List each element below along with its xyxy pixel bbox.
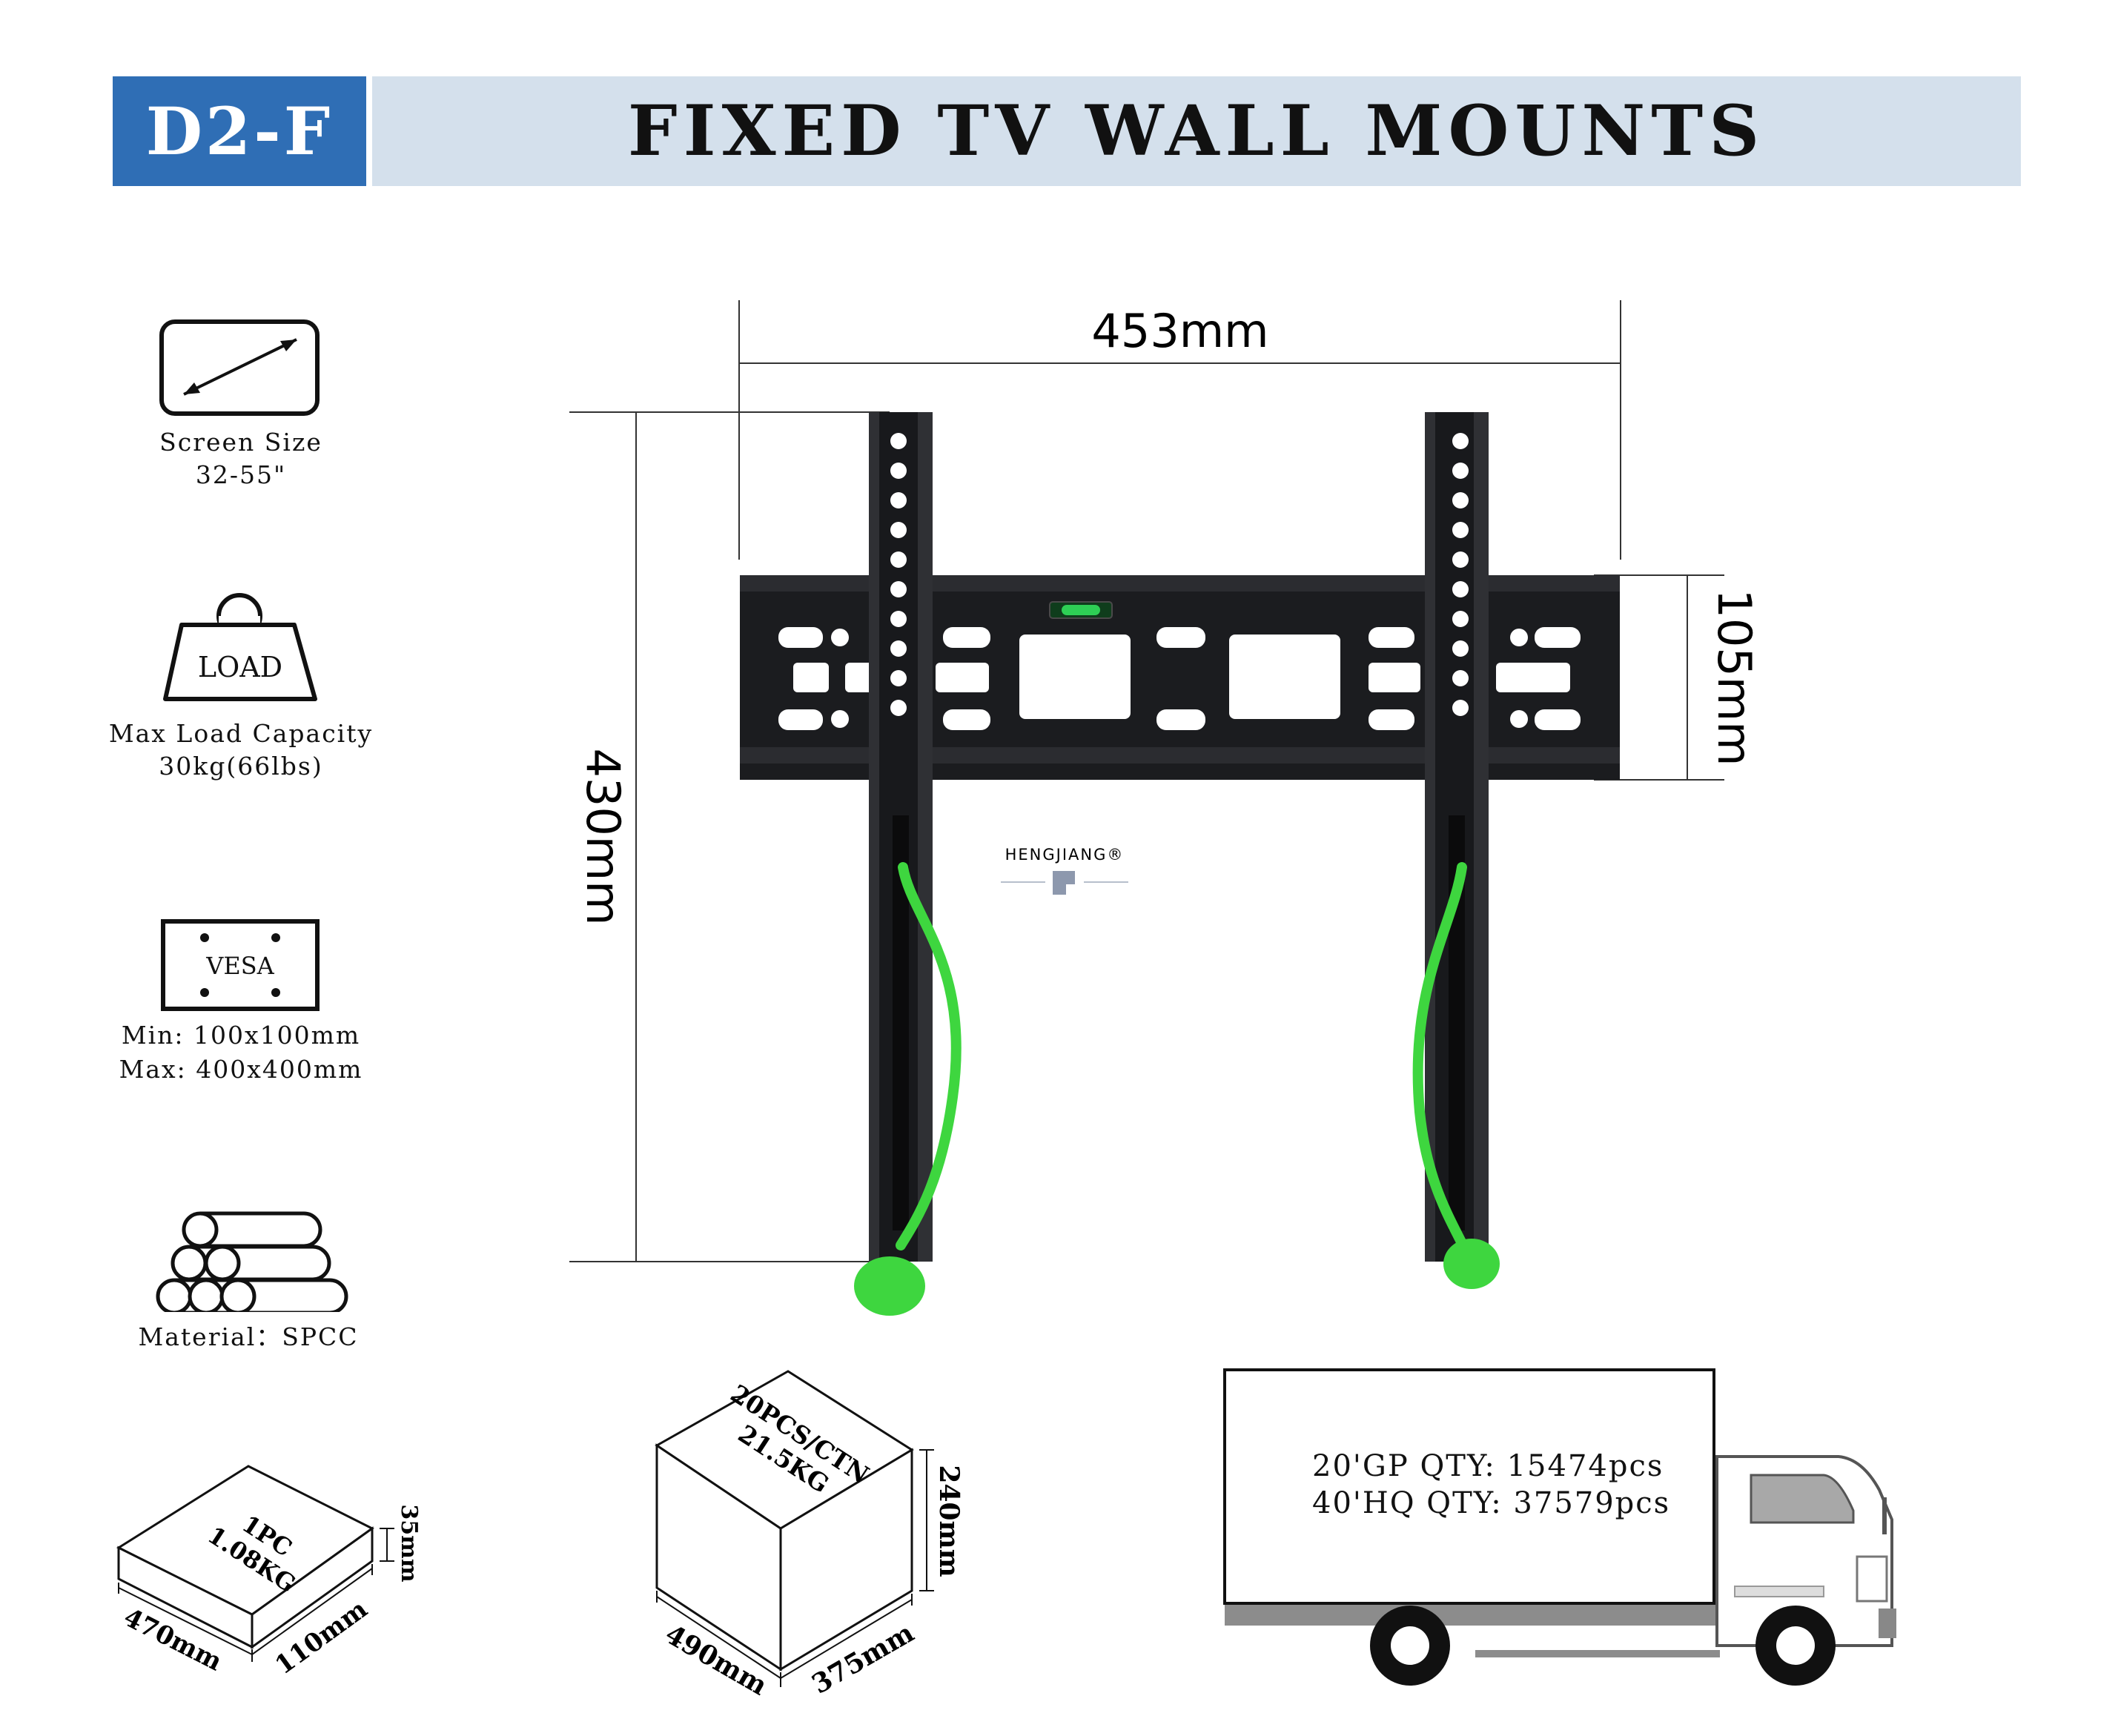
model-code-box bbox=[113, 76, 366, 186]
material-label: Material：SPCC bbox=[138, 1322, 359, 1351]
load-label: Max Load Capacity bbox=[108, 719, 374, 748]
screen-size-value: 32-55" bbox=[195, 460, 287, 489]
model-code: D2-F bbox=[145, 93, 334, 170]
delivery-truck-icon bbox=[1223, 1368, 1896, 1686]
container-20gp-qty: 20'GP QTY: 15474pcs bbox=[1312, 1449, 1664, 1483]
page-title: FIXED TV WALL MOUNTS bbox=[627, 90, 1766, 172]
steel-tubes-icon bbox=[156, 1211, 348, 1312]
load-value: 30kg(66lbs) bbox=[159, 752, 323, 781]
screen-size-label: Screen Size bbox=[159, 428, 322, 457]
vesa-icon-text: VESA bbox=[205, 952, 274, 980]
brand-watermark: HENGJIANG® bbox=[1001, 846, 1128, 895]
height-dimension: 430mm bbox=[576, 748, 630, 925]
right-vertical-arm bbox=[1425, 412, 1489, 1262]
carton-height: 240mm bbox=[933, 1465, 964, 1577]
vesa-pattern-icon: VESA bbox=[161, 919, 320, 1011]
screen-size-icon bbox=[159, 319, 320, 416]
single-package-box: 1PC 1.08KG 470mm 110mm 35mm bbox=[116, 1465, 422, 1680]
container-40hq-qty: 40'HQ QTY: 37579pcs bbox=[1312, 1486, 1671, 1520]
left-vertical-arm bbox=[869, 412, 933, 1262]
safety-straps bbox=[896, 862, 1472, 1258]
vesa-max: Max: 400x400mm bbox=[119, 1055, 363, 1084]
carton-box: 20PCS/CTN 21.5KG 490mm 375mm 240mm bbox=[655, 1370, 964, 1702]
single-package-height: 35mm bbox=[396, 1504, 422, 1582]
vesa-min: Min: 100x100mm bbox=[121, 1021, 361, 1050]
load-icon-text: LOAD bbox=[198, 651, 282, 683]
left-strap-tab bbox=[854, 1256, 925, 1316]
width-dimension: 453mm bbox=[1091, 304, 1268, 358]
weight-icon: LOAD bbox=[163, 593, 317, 701]
brand-watermark-text: HENGJIANG® bbox=[1005, 846, 1125, 864]
right-strap-tab bbox=[1443, 1239, 1500, 1289]
plate-height-dimension: 105mm bbox=[1707, 589, 1761, 766]
title-bar bbox=[372, 76, 2021, 186]
